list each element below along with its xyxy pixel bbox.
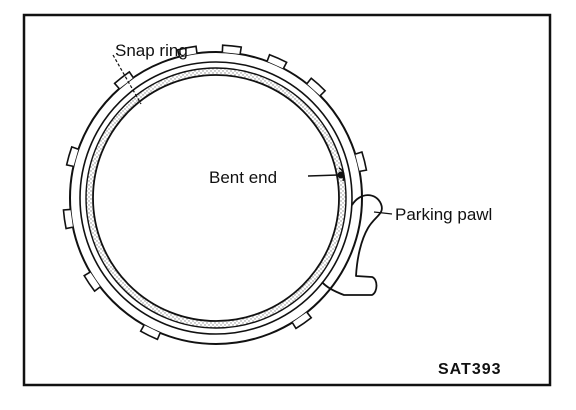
drum-lug: [221, 44, 243, 55]
drum-lug: [176, 45, 198, 57]
drum-lug: [266, 53, 288, 69]
drum-outer-edge: [69, 51, 363, 345]
drum-lug: [62, 208, 74, 230]
parking-pawl-label: Parking pawl: [395, 205, 492, 224]
drum-inner-edge: [79, 61, 353, 335]
drum-lugs: [62, 44, 368, 341]
drum-lug: [355, 150, 368, 173]
drum-lug: [113, 70, 134, 90]
snap-ring-label: Snap ring: [115, 41, 188, 60]
bent-end-leader: [307, 174, 339, 177]
drum-lug: [306, 77, 327, 97]
figure-frame: [22, 13, 552, 387]
figure-code: SAT393: [438, 361, 502, 378]
drum-lug: [65, 145, 79, 168]
bent-end-marker: [337, 167, 345, 182]
snap-ring: [85, 67, 347, 329]
drum-lug: [139, 324, 161, 341]
drum-lug: [83, 271, 101, 293]
drum-lug: [291, 311, 313, 330]
bent-end-label: Bent end: [209, 168, 277, 187]
parking-pawl: [321, 194, 383, 296]
parking-pawl-leader: [373, 211, 393, 215]
snap-ring-leader: [112, 54, 142, 105]
